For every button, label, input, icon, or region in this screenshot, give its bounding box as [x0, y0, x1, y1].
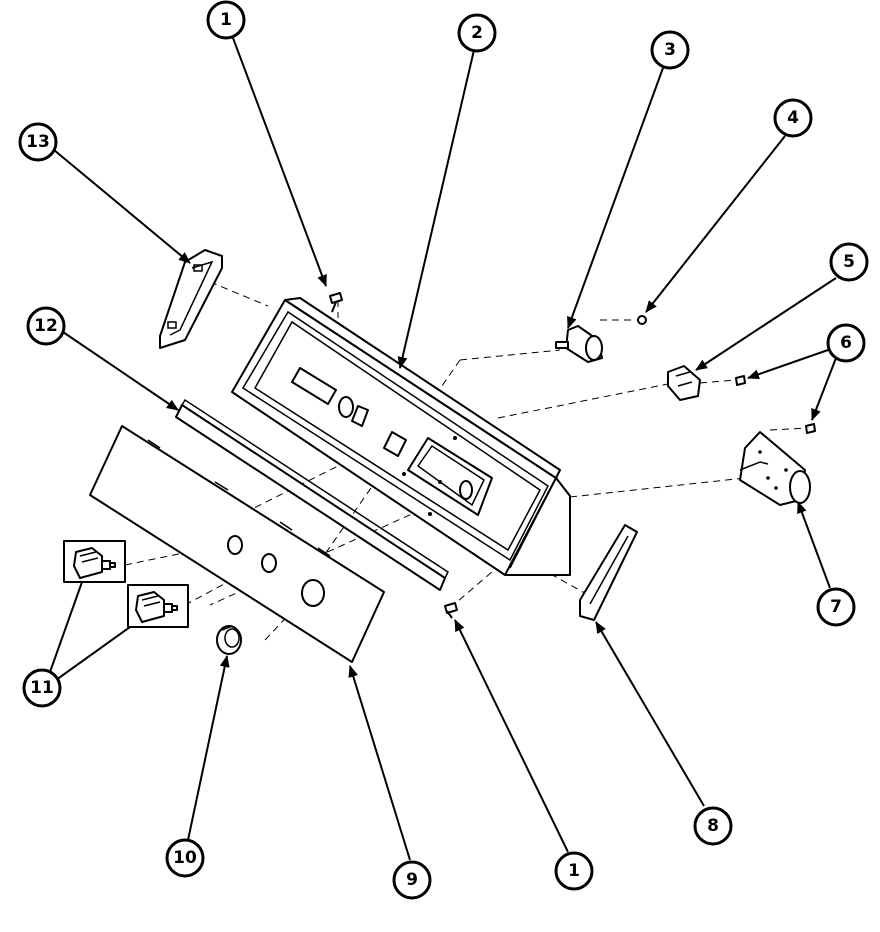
screw-part-bottom [444, 602, 458, 619]
callout-12: 12 [26, 306, 66, 346]
callout-8: 8 [693, 806, 733, 846]
callout-6-label: 6 [840, 333, 852, 353]
callout-7-label: 7 [830, 597, 842, 617]
knob-part-upper [63, 540, 126, 583]
callout-11: 11 [22, 668, 62, 708]
leader-lines [49, 37, 837, 861]
callout-3: 3 [650, 30, 690, 70]
callout-13-label: 13 [26, 132, 50, 152]
switch-part [555, 325, 603, 363]
callout-1-bottom-label: 1 [568, 861, 580, 881]
screw-part-top [329, 292, 343, 313]
small-screw-part [637, 315, 647, 325]
callout-11-label: 11 [30, 678, 54, 698]
callout-1-bottom: 1 [554, 851, 594, 891]
callout-6: 6 [826, 323, 866, 363]
callout-5: 5 [829, 242, 869, 282]
panel-overlay-part [89, 425, 385, 663]
callout-9-label: 9 [406, 870, 418, 890]
callout-9: 9 [392, 860, 432, 900]
callout-12-label: 12 [34, 316, 58, 336]
screws-part-pair [735, 375, 816, 434]
callout-4: 4 [773, 98, 813, 138]
callout-13: 13 [18, 122, 58, 162]
callout-1-top-label: 1 [220, 10, 232, 30]
callout-10-label: 10 [173, 848, 197, 868]
callout-1-top: 1 [206, 0, 246, 40]
callout-3-label: 3 [664, 40, 676, 60]
callout-8-label: 8 [707, 816, 719, 836]
callout-7: 7 [816, 587, 856, 627]
callout-4-label: 4 [787, 108, 799, 128]
timer-part [739, 431, 811, 506]
callout-10: 10 [165, 838, 205, 878]
callout-2-label: 2 [471, 23, 483, 43]
right-end-cap-part [579, 524, 638, 621]
knob-part-lower [127, 584, 189, 628]
left-end-cap-part [159, 249, 223, 349]
timer-knob-part [216, 625, 242, 655]
trim-strip-part [175, 398, 449, 591]
callout-5-label: 5 [843, 252, 855, 272]
control-panel-housing-part [231, 297, 571, 576]
relay-part [667, 365, 701, 401]
callout-2: 2 [457, 13, 497, 53]
